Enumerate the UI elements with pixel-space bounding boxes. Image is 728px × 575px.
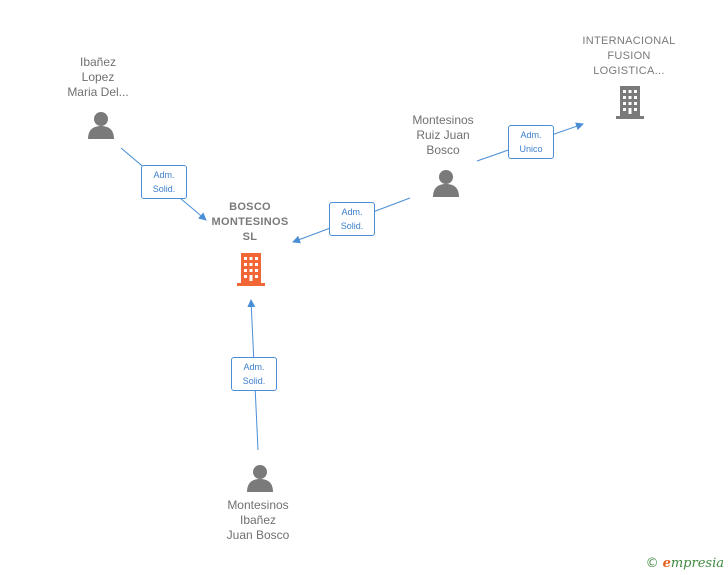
label-line: Bosco: [426, 143, 460, 157]
person-icon[interactable]: [245, 463, 275, 493]
brand-name: mpresia: [670, 556, 724, 571]
company-label-bosco[interactable]: BOSCO MONTESINOS SL: [190, 200, 310, 245]
label-line: Montesinos: [227, 498, 289, 512]
brand-watermark: ©empresia: [646, 556, 724, 571]
person-label-montesinos-ibanez[interactable]: Montesinos Ibañez Juan Bosco: [208, 498, 308, 543]
person-label-montesinos-ruiz[interactable]: Montesinos Ruiz Juan Bosco: [393, 113, 493, 158]
label-line: Montesinos: [412, 113, 474, 127]
relation-badge[interactable]: Adm. Solid.: [329, 202, 375, 236]
label-line: Ibañez: [239, 513, 277, 527]
label-line: LOGISTICA...: [593, 65, 665, 77]
label-line: SL: [242, 231, 258, 243]
relation-line: Solid.: [152, 184, 176, 194]
person-icon[interactable]: [86, 110, 116, 140]
label-line: Juan Bosco: [226, 528, 290, 542]
relation-badge[interactable]: Adm. Unico: [508, 125, 554, 159]
relation-line: Adm.: [520, 130, 542, 140]
person-label-ibanez-maria[interactable]: Ibañez Lopez Maria Del...: [48, 55, 148, 100]
relation-line: Solid.: [242, 376, 266, 386]
label-line: FUSION: [607, 50, 651, 62]
relation-line: Adm.: [243, 362, 265, 372]
label-line: BOSCO: [229, 201, 271, 213]
label-line: Ruiz Juan: [416, 128, 470, 142]
label-line: Lopez: [81, 70, 115, 84]
relation-badge[interactable]: Adm. Solid.: [231, 357, 277, 391]
relation-line: Unico: [519, 144, 543, 154]
relation-badge[interactable]: Adm. Solid.: [141, 165, 187, 199]
label-line: INTERNACIONAL: [582, 35, 676, 47]
relation-line: Adm.: [341, 207, 363, 217]
company-label-internacional[interactable]: INTERNACIONAL FUSION LOGISTICA...: [568, 34, 690, 79]
relation-line: Solid.: [340, 221, 364, 231]
person-icon[interactable]: [431, 168, 461, 198]
label-line: MONTESINOS: [211, 216, 289, 228]
building-icon[interactable]: [614, 84, 646, 120]
label-line: Maria Del...: [67, 85, 129, 99]
building-icon[interactable]: [235, 251, 267, 287]
copyright-symbol: ©: [645, 556, 659, 571]
label-line: Ibañez: [79, 55, 117, 69]
relation-line: Adm.: [153, 170, 175, 180]
brand-initial: e: [662, 556, 671, 571]
